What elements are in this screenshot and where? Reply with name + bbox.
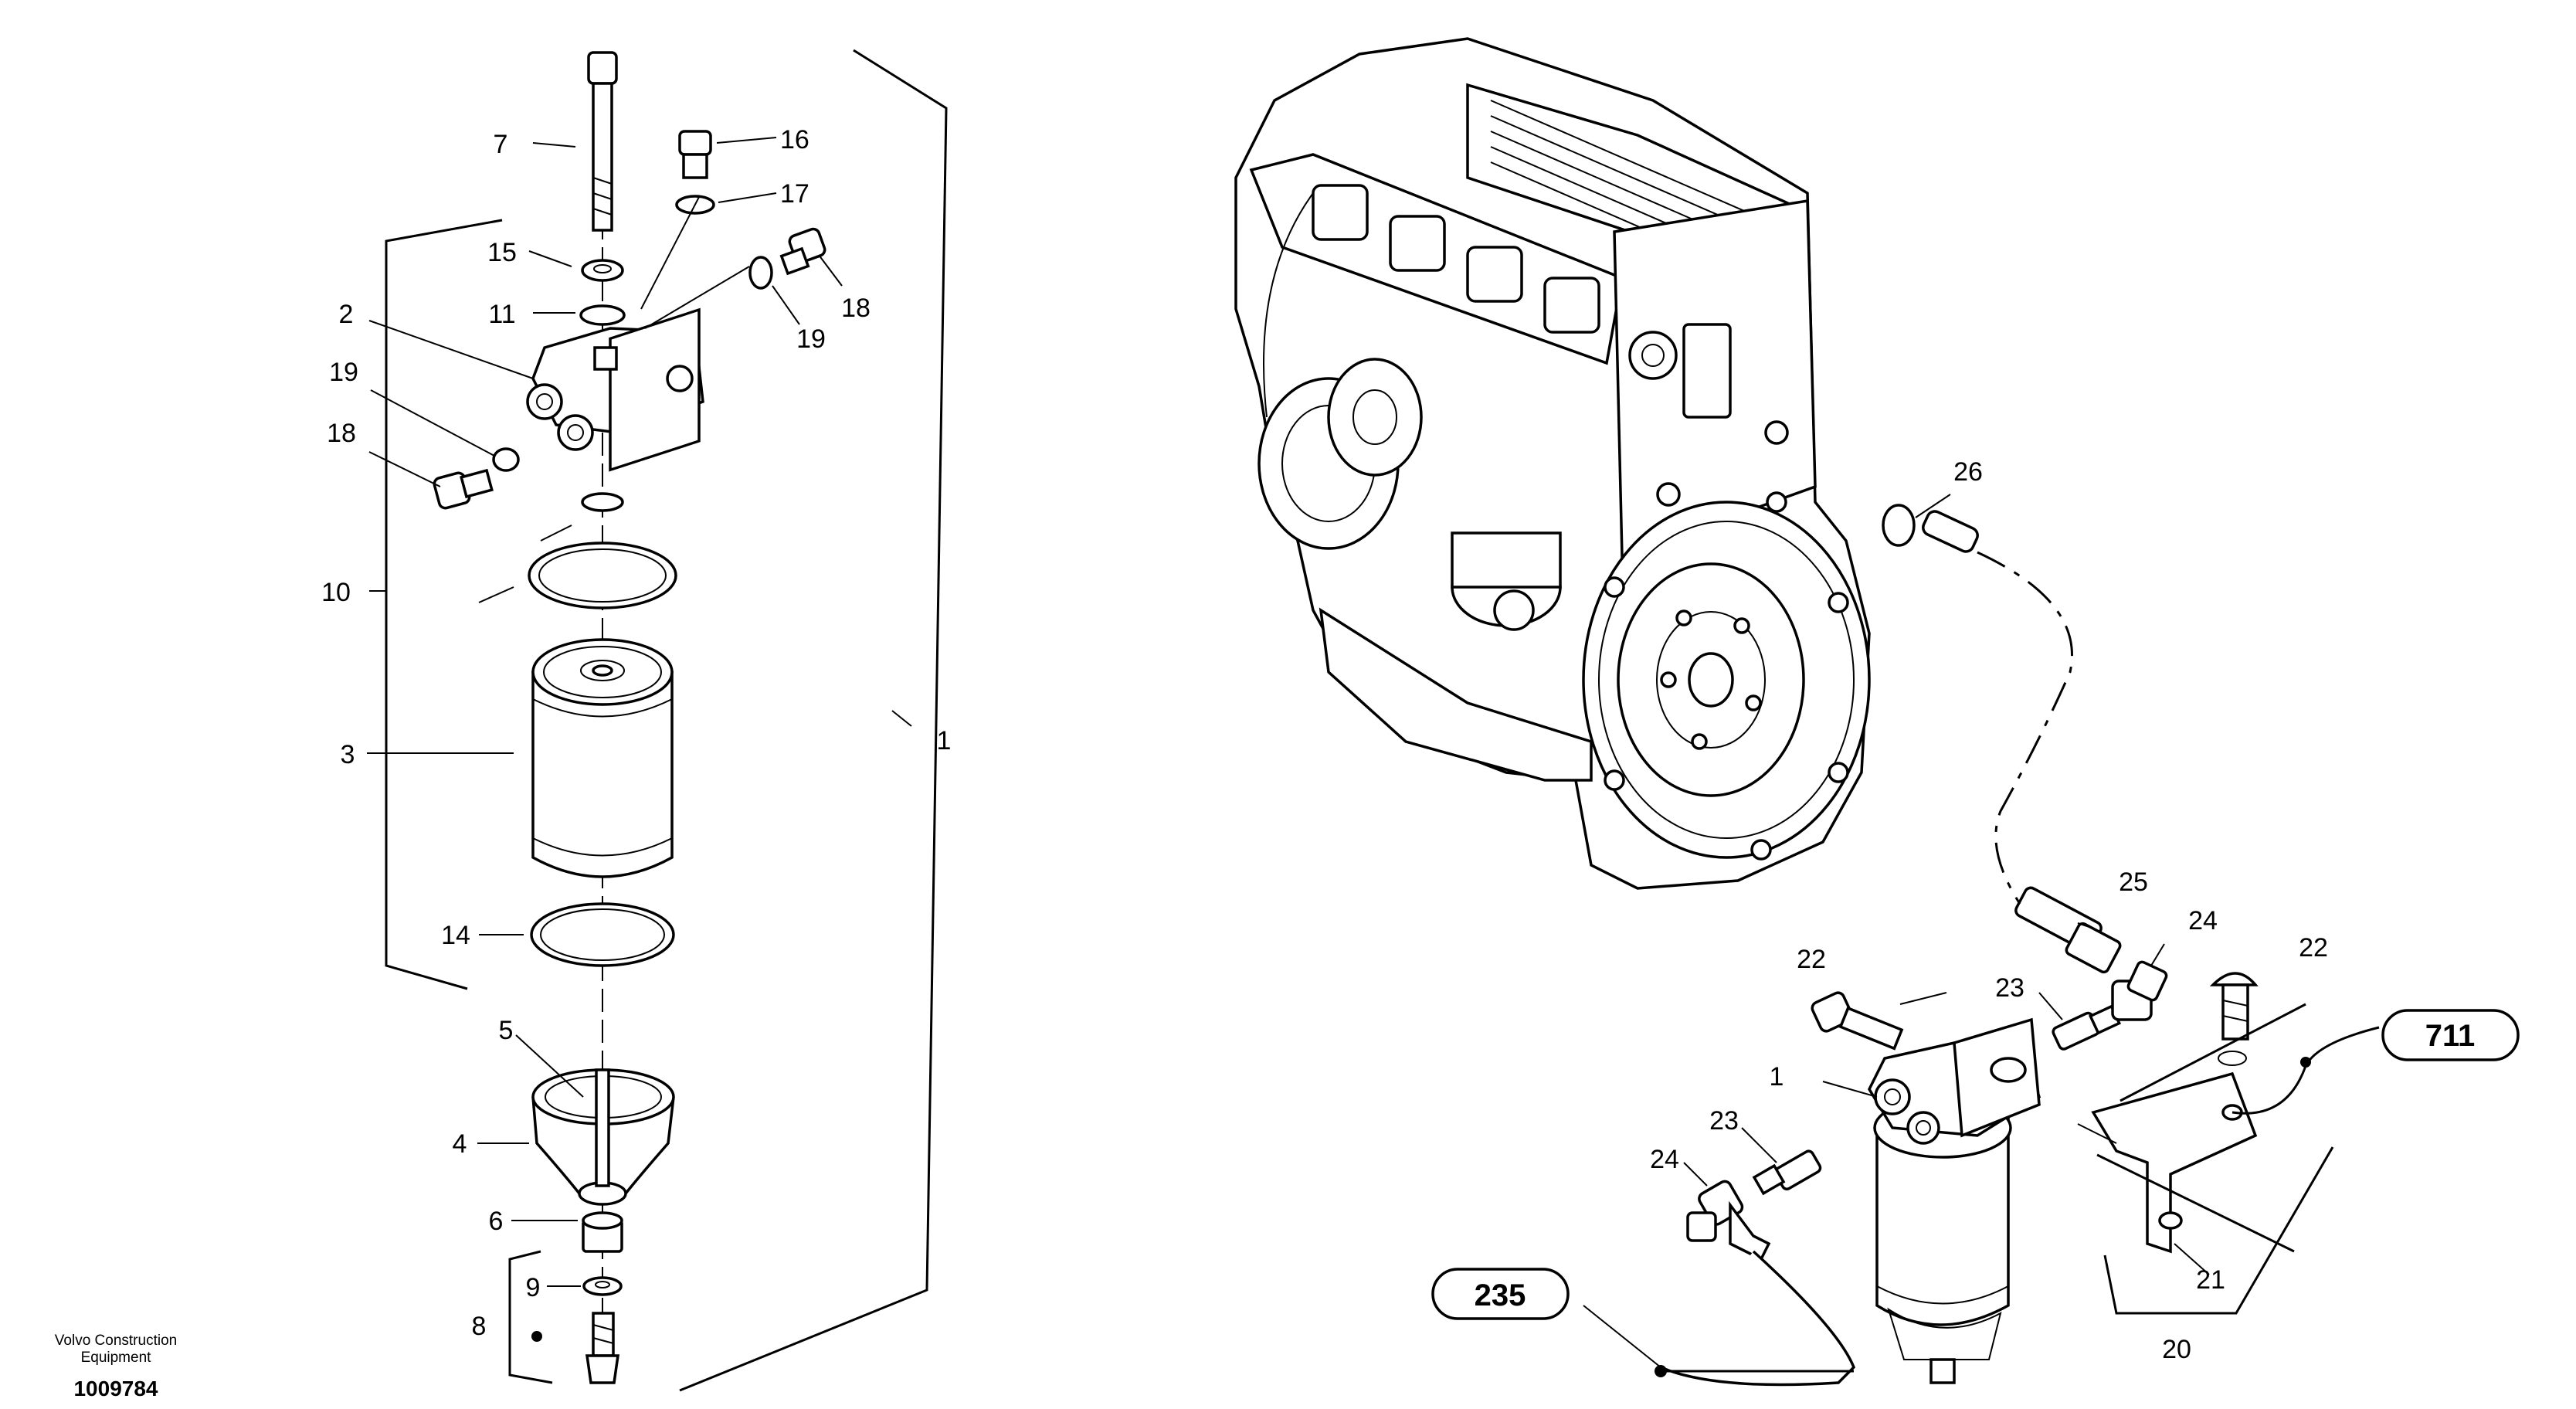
- bracket-20-mid: [2096, 1153, 2295, 1253]
- label-22-right: 22: [2299, 933, 2328, 963]
- injector-bosses: [1249, 153, 1624, 365]
- installed-filter: [1868, 1017, 2041, 1384]
- block-rear-face: [1613, 199, 1817, 559]
- label-3: 3: [341, 740, 355, 769]
- screw-18-left: [433, 468, 494, 510]
- seal-ring-10: [528, 542, 677, 609]
- label-7: 7: [494, 130, 508, 159]
- label-20: 20: [2162, 1335, 2191, 1364]
- plug-16: [678, 130, 712, 179]
- label-8: 8: [472, 1312, 487, 1341]
- footer: Volvo Construction Equipment 1009784: [55, 1333, 177, 1401]
- label-24-left: 24: [1650, 1145, 1679, 1174]
- label-5: 5: [499, 1016, 514, 1045]
- screw-18-right: [779, 227, 826, 276]
- callout-labels: 7 16 17 15 18 11 2 19 19 18 10 3 1 14 5 …: [321, 125, 2328, 1364]
- o-ring-11: [579, 304, 626, 326]
- oil-pan: [1319, 607, 1593, 782]
- label-19-right: 19: [796, 324, 826, 354]
- drain-plug-8: [531, 1312, 620, 1384]
- crank-pulley: [1257, 192, 1423, 550]
- label-14: 14: [441, 921, 470, 950]
- bolt-22-right: [2209, 972, 2259, 1066]
- label-16: 16: [780, 125, 809, 154]
- filter-element-3: [531, 638, 674, 878]
- o-ring-small: [581, 492, 624, 512]
- starter-motor: [1451, 531, 1562, 631]
- label-9: 9: [526, 1273, 541, 1302]
- label-2: 2: [339, 300, 354, 329]
- brand-line-2: Equipment: [81, 1350, 152, 1366]
- ref-711: 711: [2381, 1009, 2520, 1061]
- drain-nut-6: [582, 1211, 623, 1253]
- label-23-right: 23: [1995, 973, 2024, 1003]
- washer-19-right: [748, 256, 773, 290]
- washer-15: [581, 259, 624, 282]
- label-19-left: 19: [329, 358, 358, 387]
- flywheel: [1582, 491, 1871, 861]
- hose-235: [1660, 1250, 1856, 1387]
- label-22-left: 22: [1797, 945, 1826, 974]
- label-11: 11: [488, 300, 515, 329]
- label-21: 21: [2196, 1265, 2225, 1295]
- hose-25: [2014, 886, 2122, 974]
- label-24-right: 24: [2188, 906, 2218, 935]
- label-18-right: 18: [841, 294, 871, 323]
- bolt-22-left: [1811, 991, 1904, 1051]
- washer-9: [582, 1276, 623, 1296]
- assembly-bracket-1: [679, 49, 948, 1392]
- label-26: 26: [1953, 457, 1983, 487]
- bolt-7: [587, 51, 618, 232]
- fitting-23-right: [2052, 1004, 2121, 1051]
- elbow-24-right: [2111, 960, 2168, 1021]
- label-25: 25: [2119, 867, 2148, 897]
- filter-head-2: [526, 307, 704, 472]
- label-18-left: 18: [327, 419, 356, 448]
- part-number: 1009784: [73, 1377, 158, 1401]
- bracket-21: [2091, 1071, 2258, 1254]
- clamp-26: [1882, 504, 1979, 553]
- ref-235-text: 235: [1475, 1278, 1526, 1312]
- seal-ring-14: [530, 902, 675, 967]
- fuel-line-dashed: [1977, 551, 2073, 905]
- line-711: [2232, 1026, 2380, 1115]
- brand-line-1: Volvo Construction: [55, 1333, 177, 1349]
- label-4: 4: [453, 1129, 467, 1159]
- exploded-filter-assembly: [367, 49, 948, 1392]
- label-10: 10: [321, 578, 351, 607]
- elbow-24-left: [1686, 1180, 1771, 1261]
- label-17: 17: [780, 179, 809, 209]
- label-6: 6: [489, 1207, 504, 1236]
- label-23-left: 23: [1709, 1106, 1739, 1136]
- bracket-20: [2103, 1146, 2334, 1315]
- water-bowl-4: [531, 1068, 675, 1206]
- washer-19-left: [492, 447, 520, 472]
- ref-711-text: 711: [2425, 1019, 2476, 1053]
- label-15: 15: [487, 238, 517, 267]
- label-1-left: 1: [937, 726, 952, 755]
- ref-235: 235: [1431, 1268, 1570, 1320]
- engine: [1234, 37, 1871, 890]
- bracket-20-top: [2120, 1003, 2306, 1102]
- label-1-right: 1: [1770, 1062, 1784, 1092]
- fitting-23-left: [1752, 1149, 1822, 1196]
- assembly-bracket-10: [385, 219, 503, 990]
- kit-bracket-8: [508, 1250, 553, 1384]
